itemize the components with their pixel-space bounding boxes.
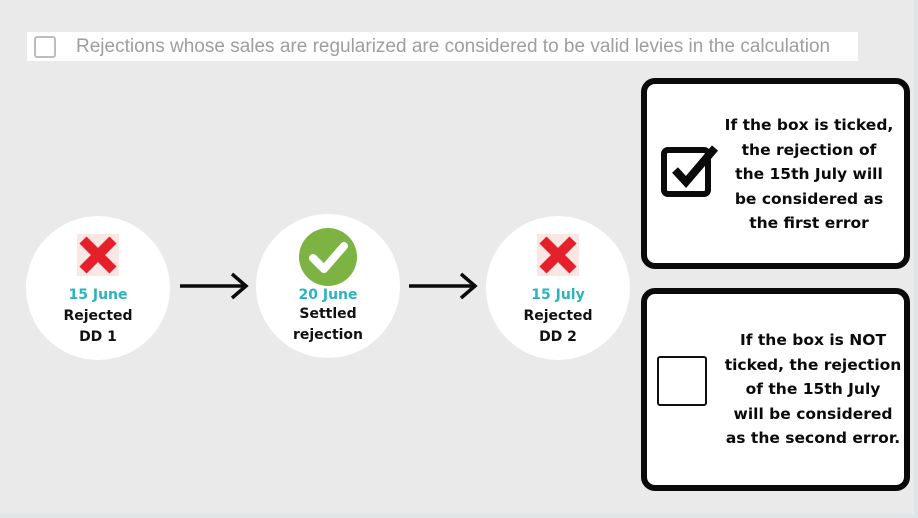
red-cross-icon	[537, 234, 579, 276]
right-arrow-icon	[409, 272, 478, 300]
green-check-icon	[299, 228, 357, 286]
unticked-explanation-text: If the box is NOT ticked, the rejection …	[724, 331, 902, 447]
step-status: Settled	[299, 306, 357, 322]
step-date: 15 July	[531, 287, 585, 303]
right-arrow-icon	[180, 272, 249, 300]
timeline-step-1: 15 June Rejected DD 1	[26, 216, 170, 360]
unticked-explanation-box: If the box is NOT ticked, the rejection …	[641, 288, 910, 491]
ticked-explanation-text: If the box is ticked, the rejection of t…	[724, 116, 894, 232]
step-status: Rejected	[523, 308, 593, 324]
option-checkbox[interactable]	[34, 35, 56, 58]
red-cross-icon	[77, 234, 119, 276]
step-date: 15 June	[68, 287, 128, 303]
step-status: Rejected	[63, 308, 133, 324]
step-label: DD 2	[539, 329, 577, 345]
checked-box-icon	[661, 145, 719, 197]
step-label: rejection	[292, 327, 364, 343]
timeline-step-3: 15 July Rejected DD 2	[486, 216, 630, 360]
step-date: 20 June	[298, 287, 358, 303]
step-label: DD 1	[79, 329, 117, 345]
regularized-rejections-option[interactable]: Rejections whose sales are regularized a…	[27, 32, 858, 61]
empty-checkbox-icon	[657, 356, 707, 406]
ticked-explanation-box: If the box is ticked, the rejection of t…	[641, 78, 910, 269]
option-label: Rejections whose sales are regularized a…	[76, 35, 831, 57]
timeline-step-2: 20 June Settled rejection	[256, 214, 400, 358]
